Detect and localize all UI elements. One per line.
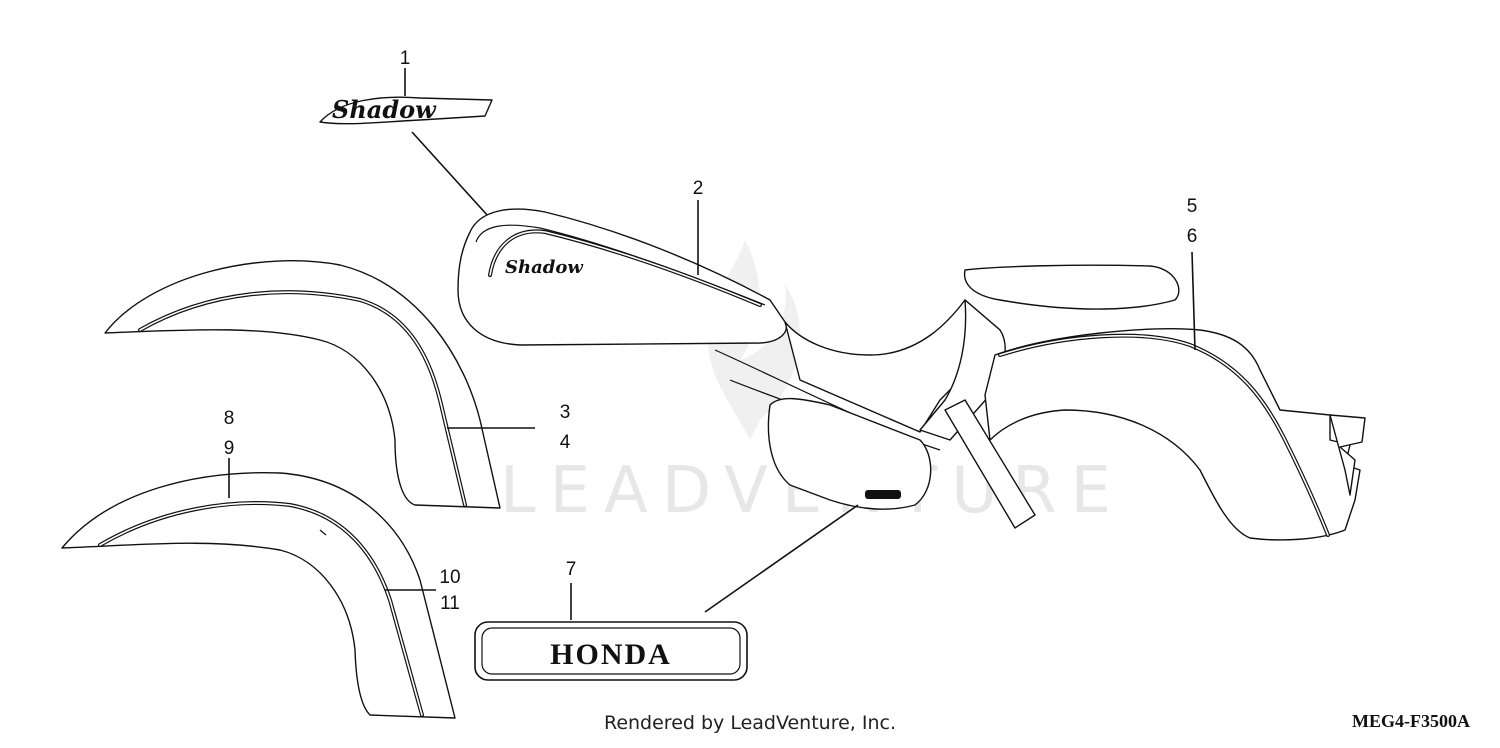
diagram-code: MEG4-F3500A: [1352, 711, 1470, 731]
side-cover-honda-emblem: [865, 490, 901, 499]
leader-7: [704, 504, 859, 613]
callout-2: 2: [693, 178, 704, 199]
callout-1: 1: [400, 48, 411, 69]
front-fender-part-3-4: [104, 260, 501, 509]
callout-7: 7: [566, 559, 577, 580]
callout-6: 6: [1187, 226, 1198, 247]
callout-10: 10: [439, 567, 460, 588]
honda-emblem-part-7: HONDA: [474, 621, 748, 681]
shadow-emblem-part-1: Shadow: [319, 95, 493, 125]
callout-5: 5: [1187, 196, 1198, 217]
front-fender-part-8-11: [61, 472, 456, 719]
tank-shadow-text: Shadow: [505, 257, 584, 278]
render-credit: Rendered by LeadVenture, Inc.: [603, 712, 897, 734]
motorcycle-body: [714, 264, 1366, 541]
callout-11: 11: [440, 593, 460, 614]
callout-4: 4: [560, 432, 571, 453]
callout-3: 3: [560, 402, 571, 423]
fuel-tank: Shadow: [457, 208, 787, 346]
callout-9: 9: [224, 438, 235, 459]
callout-8: 8: [224, 408, 235, 429]
honda-emblem-text: HONDA: [550, 638, 672, 671]
leader-5-6: [1191, 251, 1196, 351]
shadow-emblem-text: Shadow: [332, 95, 437, 124]
